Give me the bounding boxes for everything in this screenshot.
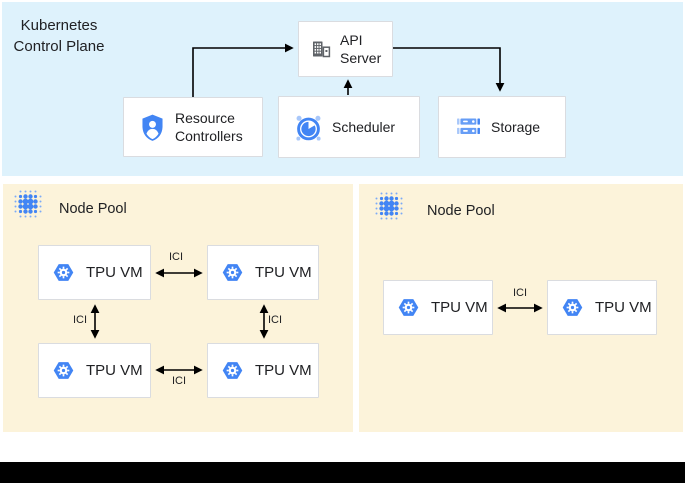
- tpu-vm-hexagon-icon: [222, 362, 243, 379]
- tpu-vm-hexagon-icon: [562, 299, 583, 316]
- ici-label-top: ICI: [168, 251, 184, 263]
- tpu-vm-hexagon-icon: [53, 264, 74, 281]
- api-server-label: API Server: [340, 32, 382, 66]
- bottom-bar: [0, 462, 685, 483]
- tpu-vm-label: TPU VM: [595, 298, 652, 316]
- tpu-vm-box-bottom-right: TPU VM: [207, 343, 319, 398]
- control-plane-title: Kubernetes Control Plane: [13, 17, 105, 55]
- resource-controllers-label: Resource Controllers: [175, 110, 243, 144]
- tpu-vm-label: TPU VM: [255, 361, 312, 379]
- tpu-vm-hexagon-icon: [398, 299, 419, 316]
- tpu-vm-label: TPU VM: [86, 361, 143, 379]
- tpu-vm-box-bottom-left: TPU VM: [38, 343, 151, 398]
- alarm-clock-icon: [296, 115, 321, 141]
- resource-controllers-box: Resource Controllers: [123, 97, 263, 157]
- server-storage-icon: [457, 118, 480, 134]
- storage-box: Storage: [438, 96, 566, 158]
- dot-cluster-icon: [14, 190, 42, 218]
- storage-label: Storage: [491, 119, 541, 135]
- tpu-vm-label: TPU VM: [255, 263, 312, 281]
- building-icon: [313, 41, 331, 57]
- ici-label-left: ICI: [72, 314, 87, 326]
- node-pool-left-label: Node Pool: [59, 201, 127, 217]
- tpu-vm-label: TPU VM: [431, 298, 488, 316]
- dot-cluster-icon: [375, 192, 403, 220]
- ici-label-right: ICI: [268, 314, 283, 326]
- tpu-vm-label: TPU VM: [86, 263, 143, 281]
- api-server-box: API Server: [298, 21, 393, 77]
- ici-label-rightpool: ICI: [512, 287, 528, 299]
- tpu-vm-hexagon-icon: [53, 362, 74, 379]
- ici-label-bottom: ICI: [171, 375, 187, 387]
- tpu-vm-box-top-right: TPU VM: [207, 245, 319, 300]
- tpu-vm-hexagon-icon: [222, 264, 243, 281]
- node-pool-right-label: Node Pool: [427, 203, 495, 219]
- scheduler-box: Scheduler: [278, 96, 420, 158]
- tpu-vm-box-right-pool-right: TPU VM: [547, 280, 657, 335]
- scheduler-label: Scheduler: [332, 119, 396, 135]
- tpu-vm-box-right-pool-left: TPU VM: [383, 280, 493, 335]
- tpu-vm-box-top-left: TPU VM: [38, 245, 151, 300]
- shield-user-icon: [142, 114, 163, 141]
